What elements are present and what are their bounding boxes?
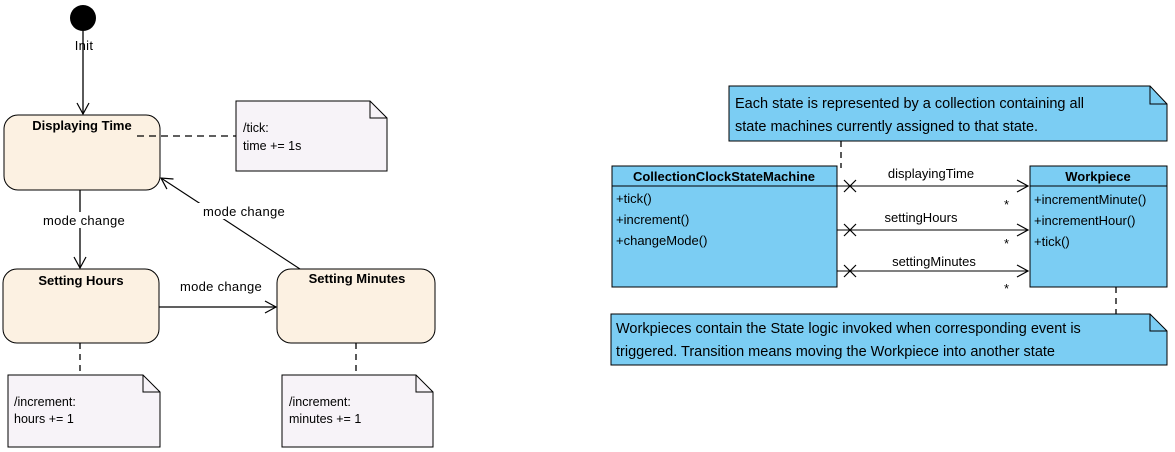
note-minutes: /increment: minutes += 1 xyxy=(281,374,434,448)
note-minutes-line-1: /increment: xyxy=(289,395,351,409)
class-workpiece-name: Workpiece xyxy=(1065,169,1131,184)
association-setting-minutes-multiplicity: * xyxy=(1004,281,1009,296)
note-top: Each state is represented by a collectio… xyxy=(728,85,1168,142)
note-minutes-line-2: minutes += 1 xyxy=(289,412,361,426)
class-collection-op-3: +changeMode() xyxy=(616,233,707,248)
association-displaying-time-multiplicity: * xyxy=(1004,197,1009,212)
class-diagram: Each state is represented by a collectio… xyxy=(610,85,1168,366)
state-setting-minutes-label: Setting Minutes xyxy=(309,271,406,286)
transition-sh-to-sm-label: mode change xyxy=(180,279,262,294)
state-setting-hours-label: Setting Hours xyxy=(38,273,123,288)
association-displaying-time-label: displayingTime xyxy=(888,166,974,181)
transition-dt-to-sh-label: mode change xyxy=(43,213,125,228)
initial-label: Init xyxy=(75,38,94,53)
class-workpiece-op-3: +tick() xyxy=(1034,234,1070,249)
state-diagram: Init Displaying Time mode change Setting… xyxy=(2,5,436,448)
association-displaying-time[interactable]: displayingTime * xyxy=(837,166,1030,212)
state-setting-minutes[interactable]: Setting Minutes xyxy=(276,268,436,344)
note-bottom-line-1: Workpieces contain the State logic invok… xyxy=(616,321,1081,337)
class-collection-name: CollectionClockStateMachine xyxy=(633,169,815,184)
note-tick-line-2: time += 1s xyxy=(243,139,301,153)
association-setting-minutes-label: settingMinutes xyxy=(892,254,976,269)
state-displaying-time[interactable]: Displaying Time xyxy=(3,114,161,191)
class-workpiece-op-2: +incrementHour() xyxy=(1034,213,1136,228)
association-setting-minutes[interactable]: settingMinutes * xyxy=(837,254,1030,296)
transition-sm-to-dt[interactable] xyxy=(159,177,301,270)
note-hours-line-1: /increment: xyxy=(14,395,76,409)
class-workpiece-op-1: +incrementMinute() xyxy=(1034,192,1146,207)
note-bottom-line-2: triggered. Transition means moving the W… xyxy=(616,344,1055,360)
note-top-line-1: Each state is represented by a collectio… xyxy=(735,96,1084,112)
class-collection-op-2: +increment() xyxy=(616,212,689,227)
class-collection-op-1: +tick() xyxy=(616,191,652,206)
association-setting-hours-label: settingHours xyxy=(885,210,958,225)
note-top-line-2: state machines currently assigned to tha… xyxy=(735,119,1038,135)
note-bottom: Workpieces contain the State logic invok… xyxy=(610,313,1168,366)
note-tick-line-1: /tick: xyxy=(243,121,269,135)
class-workpiece[interactable]: Workpiece +incrementMinute() +incrementH… xyxy=(1029,165,1168,288)
association-setting-hours[interactable]: settingHours * xyxy=(837,210,1030,251)
association-setting-hours-multiplicity: * xyxy=(1004,236,1009,251)
transition-sm-to-dt-label: mode change xyxy=(203,204,285,219)
note-hours: /increment: hours += 1 xyxy=(7,374,161,448)
initial-node[interactable] xyxy=(70,5,96,31)
note-hours-line-2: hours += 1 xyxy=(14,412,74,426)
class-collection-clock-state-machine[interactable]: CollectionClockStateMachine +tick() +inc… xyxy=(611,165,838,288)
state-setting-hours[interactable]: Setting Hours xyxy=(2,268,160,344)
note-tick: /tick: time += 1s xyxy=(235,100,388,172)
state-displaying-time-label: Displaying Time xyxy=(32,118,131,133)
